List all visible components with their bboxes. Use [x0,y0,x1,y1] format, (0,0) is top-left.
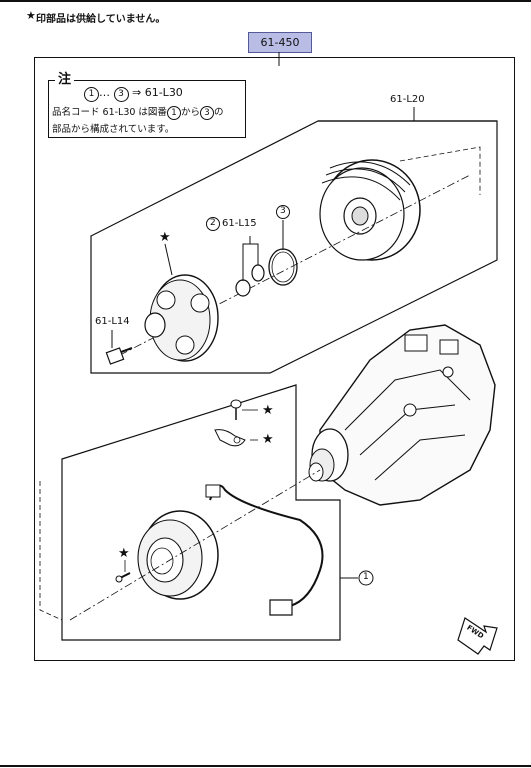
note-code: 61-L30 [144,86,183,99]
note-text: の [213,107,224,118]
header-note: 印部品は供給していません。 [36,14,166,25]
callout-circle-3 [276,205,290,219]
bottom-rule [0,765,531,767]
snap-ring-number: 3 [280,206,286,216]
clutch-coil-number: 1 [363,572,369,582]
note-text: 品名コード 61-L30 は図番 [52,107,167,118]
coil-screw-star: ★ [118,546,130,561]
clutch-coil-frame [61,384,341,641]
note-ellipsis: … [99,86,110,99]
bolt-label: 61-L14 [95,316,130,327]
armature-star: ★ [159,230,171,245]
pulley[interactable] [319,159,421,261]
top-rule [0,0,531,2]
compressor-body[interactable] [308,324,496,506]
ground-screw[interactable] [230,399,242,420]
bearing-group-label: 61-L15 [222,218,257,229]
screw-star: ★ [262,403,274,418]
pulley-assembly-label: 61-L20 [390,94,425,105]
callout-circle-1 [358,570,374,586]
note-title: 注 [55,68,75,87]
note-circled-number: 1 [84,87,99,102]
coil-wire[interactable] [209,484,324,607]
snap-ring[interactable] [268,248,298,286]
bolt[interactable] [105,347,133,365]
arrow-right-icon: ⇒ [132,86,142,99]
ground-terminal[interactable] [214,429,246,447]
note-text: から [180,107,200,118]
bearing-shims[interactable] [235,264,265,297]
diagram-frame [34,57,515,661]
coil-screw[interactable] [115,572,131,583]
armature-plate[interactable] [144,274,219,362]
note-line-3: 部品から構成されています。 [52,124,175,135]
fwd-arrow-icon [457,617,498,655]
terminal-star: ★ [262,432,274,447]
bearing-number: 2 [210,218,216,228]
note-circled-number: 3 [199,106,214,120]
note-circled-number: 3 [113,87,129,102]
note-circled-number: 1 [166,106,181,120]
field-coil[interactable] [137,510,219,600]
reference-code: 61-450 [260,36,300,49]
connector[interactable] [269,599,293,616]
reference-code-box[interactable]: 61-450 [248,32,312,53]
star-icon: ★ [26,9,36,22]
callout-circle-2 [206,217,220,231]
note-line-1: 1… 3 ⇒ 61-L30 [84,86,183,102]
